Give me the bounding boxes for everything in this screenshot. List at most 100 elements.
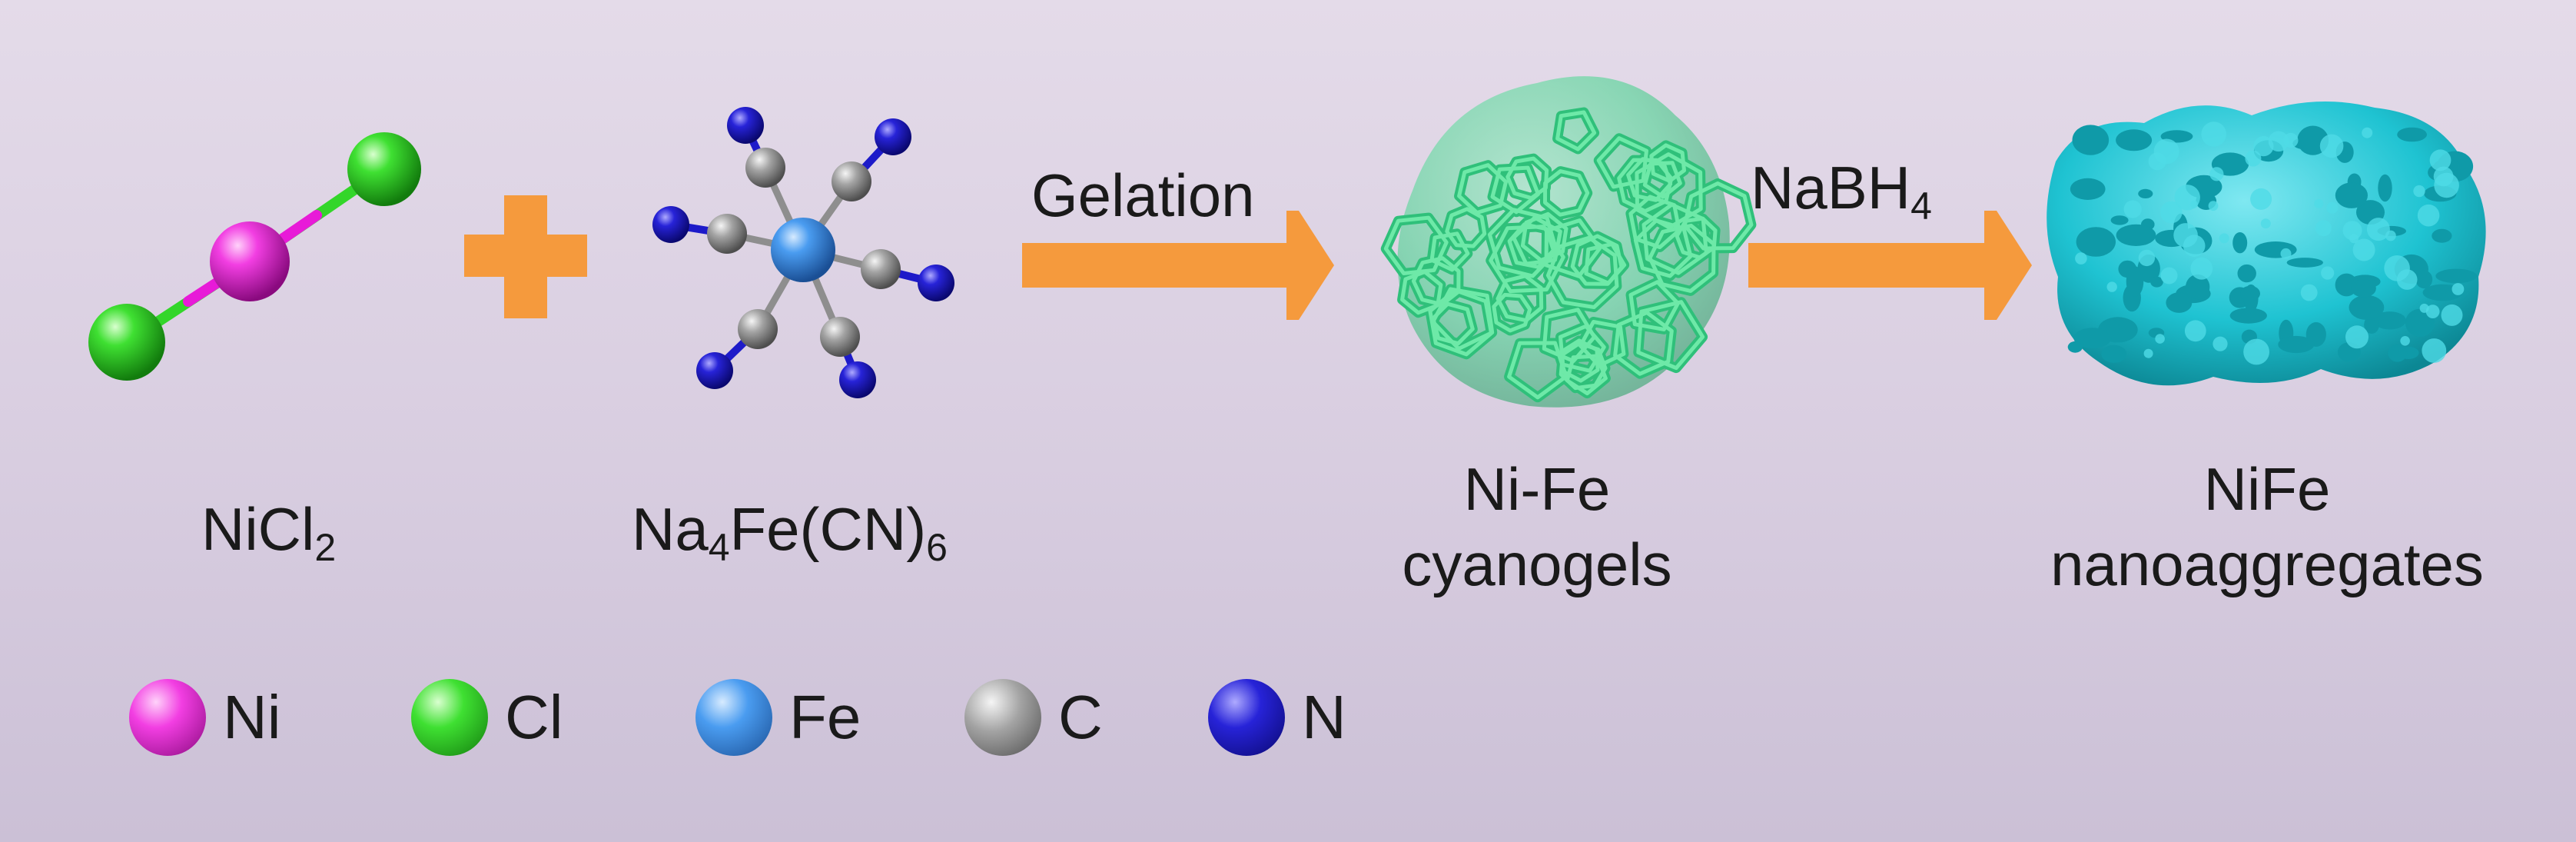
nanoaggregate-pore bbox=[2373, 311, 2406, 330]
n-atom bbox=[696, 352, 733, 389]
nanoaggregate-pore bbox=[2067, 341, 2083, 353]
nanoaggregate-highlight bbox=[2106, 281, 2117, 292]
n-atom bbox=[875, 118, 911, 155]
nanoaggregate-highlight bbox=[2326, 201, 2339, 214]
nanoaggregate-highlight bbox=[2452, 283, 2465, 295]
nanoaggregate-highlight bbox=[2396, 269, 2418, 290]
nanoaggregate-highlight bbox=[2183, 235, 2206, 258]
cyanogel-ring bbox=[1584, 241, 1627, 285]
c-atom bbox=[738, 309, 778, 349]
cyanogels-label-line2: cyanogels bbox=[1402, 530, 1672, 598]
cyanogel-ring bbox=[1411, 256, 1461, 307]
nanoaggregate-highlight bbox=[2260, 218, 2271, 229]
fe-sphere-icon bbox=[695, 679, 772, 756]
nanoaggregate-pore bbox=[2286, 258, 2323, 268]
nicl2-molecule bbox=[88, 132, 421, 381]
nanoaggregate-highlight bbox=[2434, 172, 2459, 198]
nanoaggregate-highlight bbox=[2160, 201, 2183, 224]
nanoaggregate-highlight bbox=[2138, 249, 2156, 267]
nanoaggregate-pore bbox=[2126, 266, 2144, 297]
cyanogel-ring bbox=[1642, 161, 1682, 199]
nanoaggregate-highlight bbox=[2352, 238, 2375, 261]
nanoaggregate-pore bbox=[2106, 319, 2120, 338]
nanoaggregate-highlight bbox=[2213, 336, 2228, 351]
nanoaggregate-pore bbox=[2435, 268, 2478, 284]
nanoaggregate-highlight bbox=[2219, 233, 2229, 244]
legend-label-cl: Cl bbox=[505, 683, 563, 751]
legend-label-fe: Fe bbox=[789, 683, 861, 751]
nanoaggregate-highlight bbox=[2413, 185, 2425, 198]
nicl2-label: NiCl2 bbox=[201, 495, 337, 569]
nanoaggregate-highlight bbox=[2209, 167, 2224, 181]
legend-label-ni: Ni bbox=[223, 683, 281, 751]
nanoaggregate-highlight bbox=[2280, 248, 2292, 259]
reduction-label: NaBH4 bbox=[1751, 154, 1932, 228]
nanoaggregate-pore bbox=[2388, 344, 2408, 362]
cyanogel-network bbox=[1380, 76, 1757, 408]
nanoaggregate-pore bbox=[2397, 127, 2428, 142]
nanoaggregate-highlight bbox=[2321, 266, 2335, 280]
nanoaggregate-pore bbox=[2378, 174, 2392, 202]
nanoaggregate-highlight bbox=[2315, 220, 2332, 237]
ni-atom bbox=[210, 221, 290, 301]
c-atom bbox=[832, 161, 871, 201]
nanoaggregate-highlight bbox=[2345, 325, 2369, 349]
reduction-arrow bbox=[1748, 211, 2032, 320]
ni-sphere-icon bbox=[129, 679, 206, 756]
legend-label-n: N bbox=[1302, 683, 1346, 751]
c-atom bbox=[707, 214, 747, 254]
cyanogel-ring bbox=[1578, 320, 1626, 368]
nanoaggregate-highlight bbox=[2300, 284, 2318, 301]
nanoaggregate-highlight bbox=[2201, 121, 2226, 147]
nanoaggregate-pore bbox=[2116, 224, 2156, 246]
nanoaggregate-pore bbox=[2278, 335, 2315, 354]
nanoaggregate-highlight bbox=[2400, 336, 2410, 346]
c-atom bbox=[745, 148, 785, 188]
cyanogel-ring bbox=[1628, 280, 1680, 331]
nanoaggregate-pore bbox=[2364, 315, 2380, 334]
cl-sphere-icon bbox=[411, 679, 488, 756]
legend-item-cl: Cl bbox=[411, 675, 563, 760]
nanoaggregate-pore bbox=[2349, 295, 2385, 320]
nanoaggregate-highlight bbox=[2190, 257, 2213, 280]
nanoaggregate-pore bbox=[2101, 344, 2127, 363]
legend-item-n: N bbox=[1208, 675, 1346, 760]
c-sphere-icon bbox=[964, 679, 1041, 756]
nanoaggregate-highlight bbox=[2319, 134, 2344, 158]
nanoaggregates-label-line2: nanoaggregates bbox=[2050, 530, 2484, 598]
cyanogel-ring bbox=[1489, 225, 1565, 294]
cyanogel-ring bbox=[1649, 143, 1686, 183]
cyanogel-ring bbox=[1428, 288, 1493, 357]
nanoaggregate-cluster bbox=[2047, 102, 2486, 386]
nanoaggregate-pore bbox=[2232, 232, 2248, 254]
nanoaggregate-highlight bbox=[2243, 338, 2270, 365]
nanoaggregate-highlight bbox=[2250, 188, 2272, 210]
legend-item-c: C bbox=[964, 675, 1103, 760]
nanoaggregate-highlight bbox=[2342, 221, 2362, 241]
nanoaggregate-pore bbox=[2237, 264, 2256, 283]
legend-item-ni: Ni bbox=[129, 675, 281, 760]
cyanogel-ring bbox=[1596, 136, 1648, 189]
nanoaggregate-pore bbox=[2072, 125, 2110, 155]
gelation-arrow bbox=[1022, 211, 1334, 320]
cyanogel-ring bbox=[1636, 300, 1705, 371]
nanoaggregate-pore bbox=[2335, 182, 2368, 208]
ferrocyanide-label: Na4Fe(CN)6 bbox=[632, 495, 948, 569]
nanoaggregate-highlight bbox=[2160, 267, 2178, 285]
n-atom bbox=[652, 206, 689, 243]
cyanogel-ring bbox=[1431, 301, 1475, 346]
nanoaggregate-pore bbox=[2076, 227, 2116, 257]
nanoaggregate-pore bbox=[2415, 270, 2433, 289]
nanoaggregate-highlight bbox=[2362, 127, 2373, 138]
nanoaggregate-highlight bbox=[2174, 185, 2200, 211]
nanoaggregate-pore bbox=[2150, 276, 2163, 288]
nanoaggregate-highlight bbox=[2245, 150, 2262, 167]
n-sphere-icon bbox=[1208, 679, 1285, 756]
nanoaggregate-pore bbox=[2070, 178, 2106, 200]
n-atom bbox=[839, 361, 876, 398]
nanoaggregate-highlight bbox=[2143, 348, 2153, 358]
cyanogels-label-line1: Ni-Fe bbox=[1463, 455, 1611, 523]
cyanogel-ring bbox=[1544, 218, 1602, 278]
nanoaggregate-highlight bbox=[2314, 198, 2324, 208]
nanoaggregate-pore bbox=[2073, 328, 2112, 348]
